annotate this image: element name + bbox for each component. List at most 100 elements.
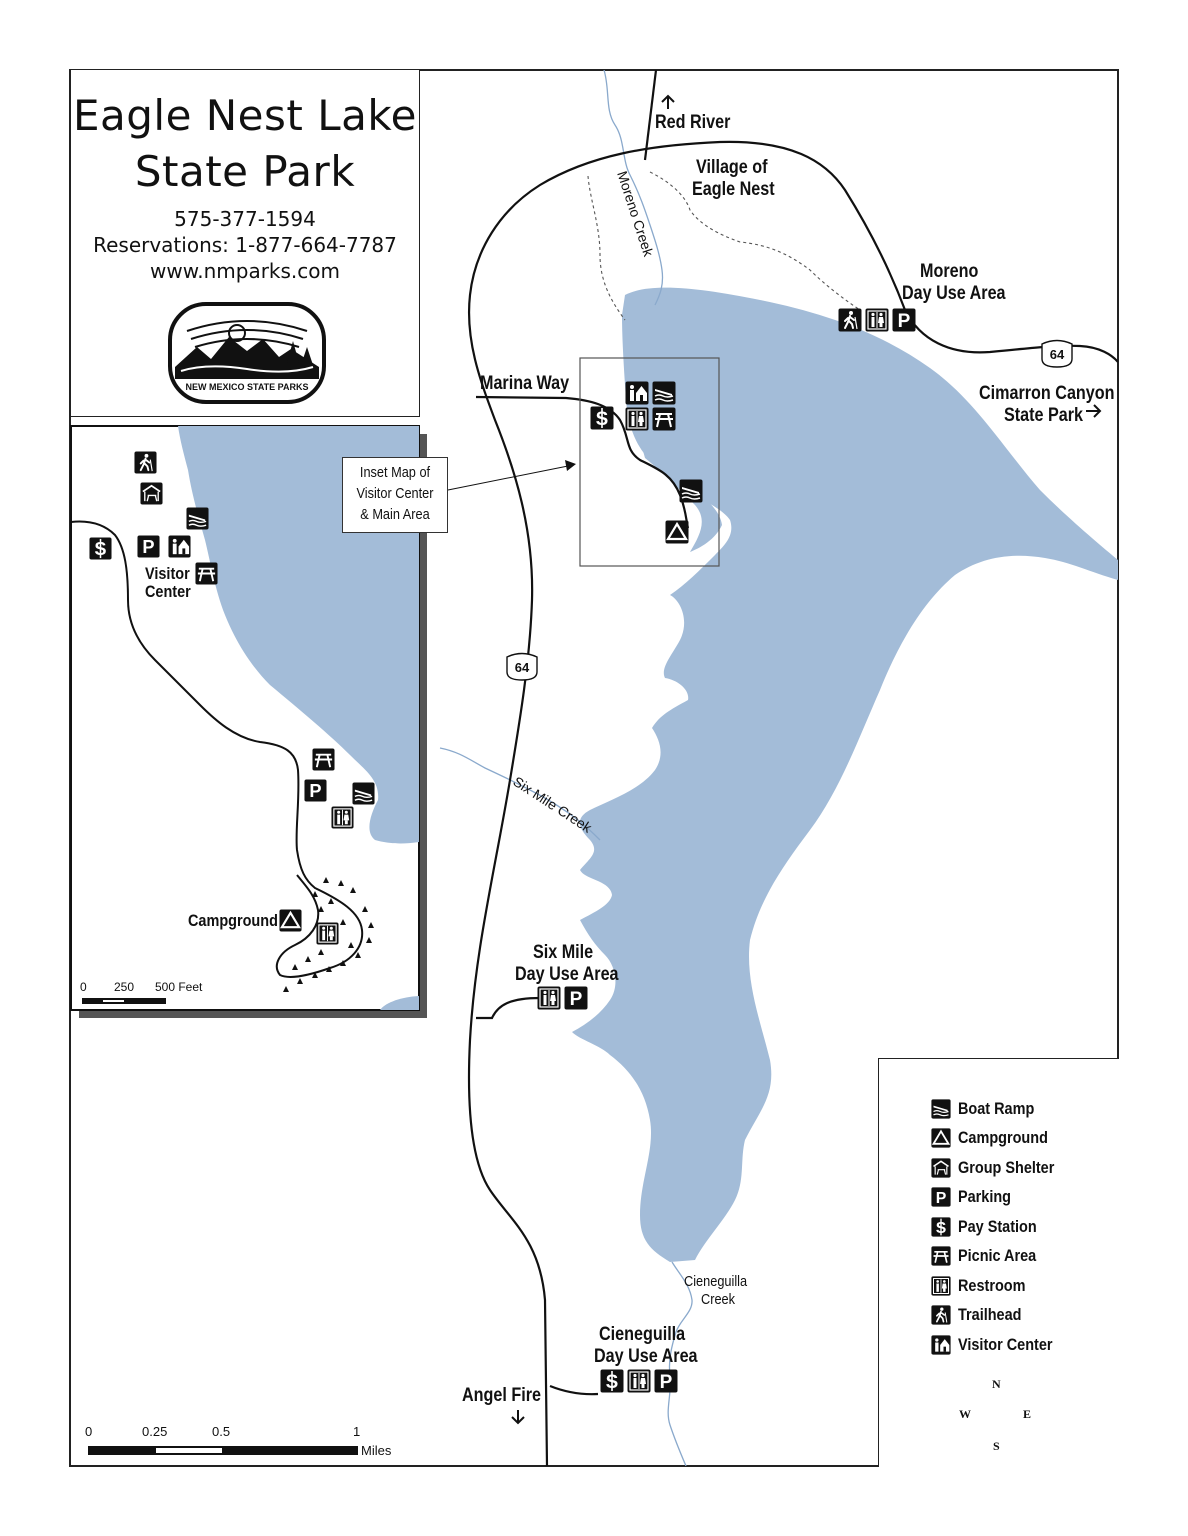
boat-ramp-icon (186, 507, 209, 530)
scale-tick-0: 0 (85, 1424, 93, 1439)
red-river-arrow (661, 94, 675, 109)
roads (467, 70, 1118, 1466)
reservations-number[interactable]: Reservations: 1-877-664-7787 (93, 233, 397, 257)
scale-unit: Miles (361, 1443, 392, 1458)
legend-label: Pay Station (958, 1217, 1037, 1236)
phone-number[interactable]: 575-377-1594 (174, 207, 316, 231)
restroom-icon (931, 1276, 951, 1296)
inset-locator (579, 357, 720, 567)
website-link[interactable]: www.nmparks.com (150, 259, 340, 283)
legend-label: Trailhead (958, 1305, 1022, 1324)
title-panel: Eagle Nest Lake State Park 575-377-1594 … (71, 70, 420, 417)
campsite-markers (283, 877, 374, 992)
restroom-icon (331, 806, 354, 829)
restroom-icon (537, 986, 561, 1010)
legend-item-campground: Campground (931, 1126, 1064, 1150)
moreno-label-line-1: Moreno (920, 261, 979, 282)
restroom-icon (865, 308, 889, 332)
legend-panel: Boat Ramp Campground Group Shelter Parki… (878, 1058, 1119, 1467)
restroom-icon (316, 922, 339, 945)
svg-text:64: 64 (1050, 347, 1065, 362)
six-mile-label-line-1: Six Mile (533, 942, 594, 963)
legend-label: Visitor Center (958, 1335, 1053, 1354)
inset-callout-box: Inset Map of Visitor Center & Main Area (342, 457, 448, 533)
cieneguilla-icons (600, 1369, 678, 1393)
inset-scale-tick-0: 0 (80, 980, 87, 994)
parking-icon (931, 1187, 951, 1207)
main-scale-bar (88, 1446, 358, 1455)
legend-item-picnic-area: Picnic Area (931, 1244, 1050, 1268)
cimarron-arrow (1086, 404, 1102, 418)
callout-line-2: Visitor Center (356, 485, 434, 502)
legend-label: Boat Ramp (958, 1099, 1035, 1118)
parking-icon (892, 308, 916, 332)
parking-icon (654, 1369, 678, 1393)
inset-visitor-label-line-2: Center (145, 582, 191, 601)
legend-item-restroom: Restroom (931, 1274, 1037, 1298)
svg-text:NEW MEXICO STATE PARKS: NEW MEXICO STATE PARKS (185, 382, 308, 392)
angel-fire-arrow (511, 1410, 525, 1425)
legend-label: Picnic Area (958, 1246, 1037, 1265)
inset-visitor-label-line-1: Visitor (145, 564, 190, 583)
boat-ramp-icon (679, 479, 703, 503)
legend-item-trailhead: Trailhead (931, 1303, 1033, 1327)
parking-icon (304, 779, 327, 802)
scale-tick-05: 0.5 (212, 1424, 231, 1439)
village-label-line-1: Village of (696, 157, 768, 178)
legend-label: Parking (958, 1187, 1012, 1206)
pay-station-icon (89, 537, 112, 560)
compass-e: E (1023, 1407, 1032, 1421)
eagle-nest-lake (572, 287, 1118, 1262)
cieneguilla-label-line-1: Cieneguilla (599, 1324, 686, 1345)
visitor-center-icon (168, 535, 191, 558)
boat-ramp-icon (931, 1099, 951, 1119)
marina-way-label: Marina Way (480, 373, 570, 394)
legend-label: Campground (958, 1128, 1048, 1147)
moreno-label-line-2: Day Use Area (902, 283, 1006, 304)
village-boundary (587, 171, 861, 321)
pay-station-icon (590, 406, 614, 430)
picnic-area-icon (195, 562, 218, 585)
picnic-area-icon (652, 407, 676, 431)
boat-ramp-icon (652, 381, 676, 405)
callout-arrow (447, 465, 569, 491)
cimarron-label-line-1: Cimarron Canyon (979, 383, 1115, 404)
nm-state-parks-logo: NEW MEXICO STATE PARKS (167, 301, 327, 405)
inset-scale-tick-500: 500 Feet (155, 980, 203, 994)
visitor-center-icon (625, 381, 649, 405)
restroom-icon (625, 407, 649, 431)
cieneguilla-creek-label-line-1: Cieneguilla (684, 1273, 748, 1290)
legend-item-parking: Parking (931, 1185, 1020, 1209)
pay-station-icon (600, 1369, 624, 1393)
highway-64-shield-main: 64 (506, 652, 538, 681)
park-title-line-1: Eagle Nest Lake (72, 91, 418, 140)
angel-fire-label: Angel Fire (462, 1385, 541, 1406)
highway-64-shield-east: 64 (1041, 339, 1073, 368)
inset-scale-tick-250: 250 (114, 980, 135, 994)
cieneguilla-label-line-2: Day Use Area (594, 1346, 698, 1367)
moreno-icons (838, 308, 916, 332)
inset-scale-bar (82, 998, 166, 1004)
group-shelter-icon (140, 482, 163, 505)
compass-n: N (992, 1377, 1001, 1391)
compass-s: S (993, 1439, 1000, 1453)
streams (439, 70, 693, 1466)
boat-ramp-icon (352, 782, 375, 805)
campground-icon (279, 909, 302, 932)
trailhead-icon (134, 451, 157, 474)
inset-campground-label: Campground (188, 911, 278, 930)
callout-line-3: & Main Area (360, 506, 430, 523)
visitor-center-icon (931, 1335, 951, 1355)
campground-icon (931, 1128, 951, 1148)
picnic-area-icon (312, 748, 335, 771)
scale-tick-025: 0.25 (142, 1424, 168, 1439)
legend-item-pay-station: Pay Station (931, 1215, 1051, 1239)
legend-label: Group Shelter (958, 1158, 1055, 1177)
group-shelter-icon (931, 1158, 951, 1178)
legend-item-group-shelter: Group Shelter (931, 1156, 1071, 1180)
pay-station-icon (931, 1217, 951, 1237)
compass-w: W (959, 1407, 971, 1421)
legend-item-visitor-center: Visitor Center (931, 1333, 1069, 1357)
cimarron-label-line-2: State Park (1004, 405, 1084, 426)
picnic-area-icon (931, 1246, 951, 1266)
